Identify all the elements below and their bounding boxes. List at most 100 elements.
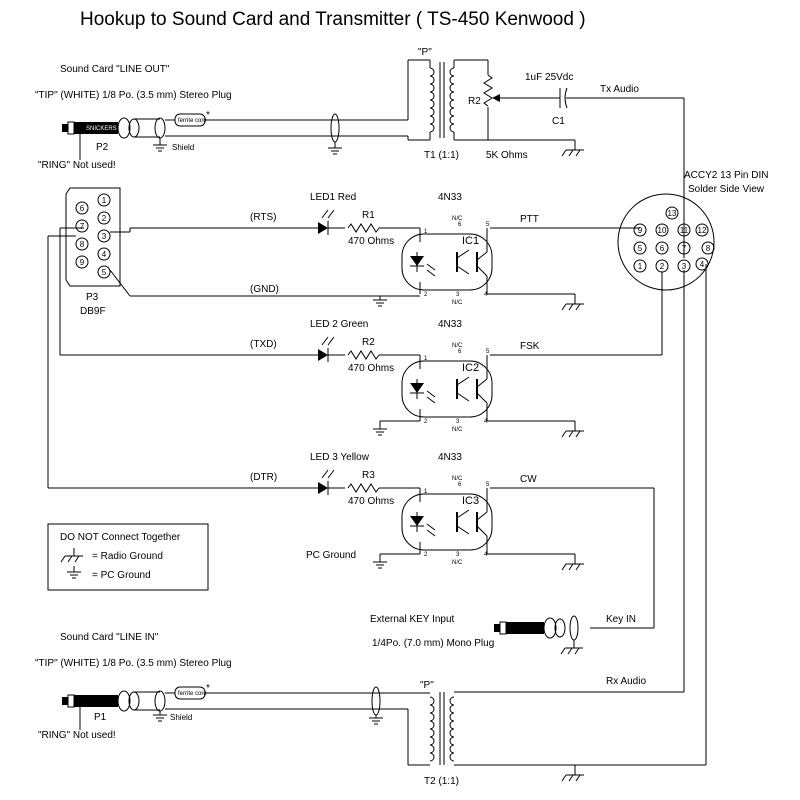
svg-text:2: 2 xyxy=(424,419,428,425)
svg-text:N/C: N/C xyxy=(452,560,463,566)
signal-label: (RTS) xyxy=(250,212,276,223)
din-pin-label: 8 xyxy=(706,244,711,253)
accy2-title: ACCY2 13 Pin DIN xyxy=(684,170,768,181)
ring-label-top: "RING" Not used! xyxy=(38,160,116,171)
din-pin-label: 3 xyxy=(682,262,687,271)
svg-text:1: 1 xyxy=(424,489,428,495)
db9-connector xyxy=(65,187,121,287)
t2-ref: T2 (1:1) xyxy=(424,776,459,787)
din-pin-label: 12 xyxy=(698,226,707,235)
svg-text:SNICKERS: SNICKERS xyxy=(86,126,117,132)
svg-text:1: 1 xyxy=(424,229,428,235)
signal-label: (DTR) xyxy=(250,472,277,483)
output-label: PTT xyxy=(520,214,539,225)
svg-text:N/C: N/C xyxy=(452,216,463,222)
led-label: LED 2 Green xyxy=(310,319,368,330)
opto-type: 4N33 xyxy=(438,452,462,463)
din-pin xyxy=(633,241,647,255)
resistor-value: 470 Ohms xyxy=(348,236,394,247)
db9-pin xyxy=(75,255,89,269)
pc-ground-label: PC Ground xyxy=(306,550,356,561)
svg-text:1: 1 xyxy=(424,356,428,362)
shield-label-top: Shield xyxy=(172,143,194,152)
pot-r2: R2 xyxy=(468,96,481,107)
din-pin-label: 2 xyxy=(660,262,665,271)
svg-text:ferrite core: ferrite core xyxy=(178,691,207,697)
din-pin-label: 11 xyxy=(680,226,689,235)
output-label: CW xyxy=(520,474,537,485)
svg-text:4: 4 xyxy=(484,292,488,298)
db9-pin-label: 6 xyxy=(80,204,85,213)
diagram-title: Hookup to Sound Card and Transmitter ( T… xyxy=(80,9,586,30)
cap-c1: C1 xyxy=(552,116,565,127)
led-label: LED1 Red xyxy=(310,192,356,203)
accy2-subtitle: Solder Side View xyxy=(688,184,765,195)
din-pin-label: 6 xyxy=(660,244,665,253)
db9-pin-label: 5 xyxy=(102,268,107,277)
ic-ref: IC1 xyxy=(462,235,479,247)
t2-p-label: "P" xyxy=(420,680,434,691)
svg-text:*: * xyxy=(206,683,210,694)
output-label: FSK xyxy=(520,341,540,352)
tip-label-bottom: "TIP" (WHITE) 1/8 Po. (3.5 mm) Stereo Pl… xyxy=(35,658,232,669)
svg-text:N/C: N/C xyxy=(452,427,463,433)
din-pin xyxy=(695,257,709,271)
svg-text:5: 5 xyxy=(486,482,490,488)
gnd-label: (GND) xyxy=(250,284,279,295)
key-plug xyxy=(494,615,579,641)
shield-label-bottom: Shield xyxy=(170,713,192,722)
svg-text:6: 6 xyxy=(458,349,462,355)
db9-pin xyxy=(97,193,111,207)
ic-ref: IC2 xyxy=(462,362,479,374)
din-pin xyxy=(655,223,669,237)
cap-value: 1uF 25Vdc xyxy=(525,72,573,83)
key-input-label: External KEY Input xyxy=(370,614,455,625)
db9-pin xyxy=(75,201,89,215)
db9-pin xyxy=(97,211,111,225)
svg-text:N/C: N/C xyxy=(452,476,463,482)
rx-audio-label: Rx Audio xyxy=(606,676,646,687)
ic-ref: IC3 xyxy=(462,495,479,507)
svg-text:*: * xyxy=(206,110,210,121)
svg-text:= Radio Ground: = Radio Ground xyxy=(92,551,163,562)
svg-text:2: 2 xyxy=(424,552,428,558)
tx-audio-label: Tx Audio xyxy=(600,84,639,95)
svg-text:5: 5 xyxy=(486,349,490,355)
db9-pin xyxy=(75,219,89,233)
svg-text:4: 4 xyxy=(484,552,488,558)
resistor-ref: R3 xyxy=(362,470,375,481)
db9-pin-label: 3 xyxy=(102,232,107,241)
opto-type: 4N33 xyxy=(438,192,462,203)
resistor-ref: R1 xyxy=(362,210,375,221)
db9-pin-label: 4 xyxy=(102,250,107,259)
din-pin-label: 9 xyxy=(638,226,643,235)
db9-pin-label: 2 xyxy=(102,214,107,223)
din-pin xyxy=(665,206,679,220)
svg-text:3: 3 xyxy=(456,419,460,425)
din-pin xyxy=(701,241,715,255)
resistor-ref: R2 xyxy=(362,337,375,348)
db9-pin-label: 9 xyxy=(80,258,85,267)
t1-ref: T1 (1:1) xyxy=(424,150,459,161)
plug-p1-ref: P1 xyxy=(94,712,107,723)
line-out-label: Sound Card "LINE OUT" xyxy=(60,64,170,75)
db9-type: DB9F xyxy=(80,306,106,317)
db9-pin xyxy=(97,229,111,243)
svg-text:6: 6 xyxy=(458,222,462,228)
db9-pin-label: 7 xyxy=(80,222,85,231)
svg-text:3: 3 xyxy=(456,292,460,298)
ground-legend: DO NOT Connect Together = Radio Ground =… xyxy=(47,523,209,591)
svg-text:3: 3 xyxy=(456,552,460,558)
din-pin xyxy=(677,241,691,255)
transformer-t1 xyxy=(429,60,455,140)
svg-text:5: 5 xyxy=(486,222,490,228)
svg-text:DO NOT Connect Together: DO NOT Connect Together xyxy=(60,532,181,543)
pot-value: 5K Ohms xyxy=(486,150,528,161)
db9-pin xyxy=(75,237,89,251)
din-pin xyxy=(655,241,669,255)
key-plug-label: 1/4Po. (7.0 mm) Mono Plug xyxy=(372,638,494,649)
